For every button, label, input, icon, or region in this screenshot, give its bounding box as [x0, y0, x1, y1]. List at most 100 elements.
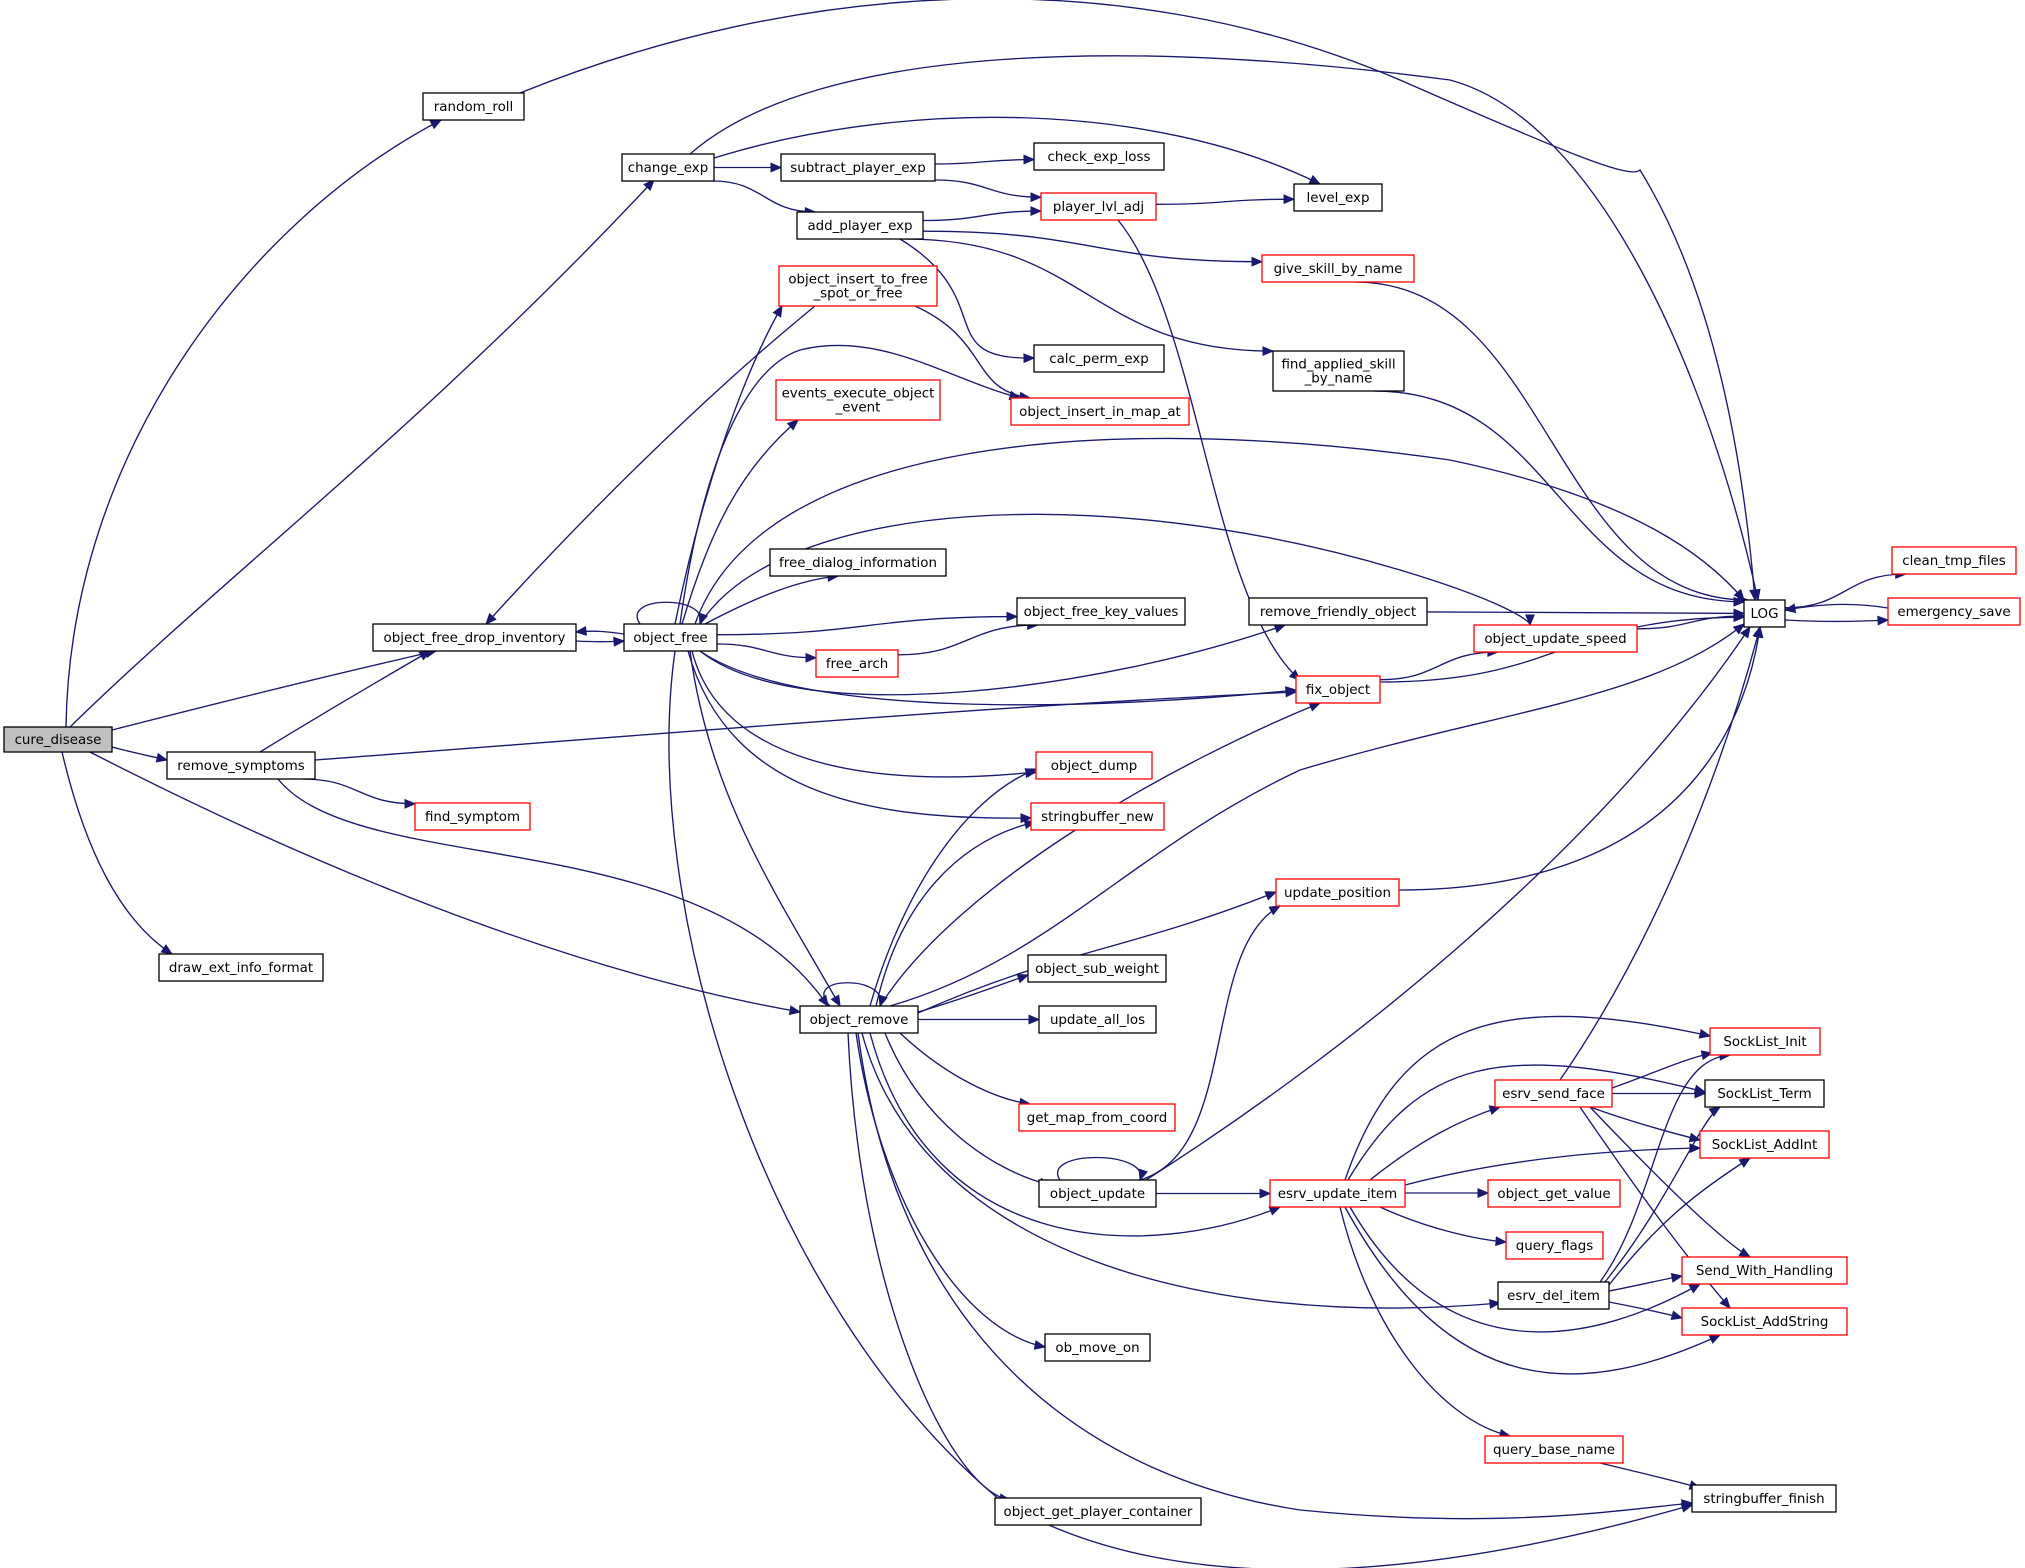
- node-esrv_update_item[interactable]: esrv_update_item: [1269, 1179, 1406, 1208]
- node-box[interactable]: [1027, 954, 1167, 983]
- node-fix_object[interactable]: fix_object: [1295, 675, 1381, 704]
- node-remove_symptoms[interactable]: remove_symptoms: [166, 751, 316, 780]
- node-box[interactable]: [1275, 878, 1400, 907]
- node-box[interactable]: [414, 802, 531, 831]
- node-box[interactable]: [1709, 1027, 1821, 1056]
- node-Send_With_Handling[interactable]: Send_With_Handling: [1681, 1256, 1848, 1285]
- node-box[interactable]: [372, 623, 577, 652]
- node-object_insert_in_map_at[interactable]: object_insert_in_map_at: [1010, 397, 1190, 426]
- node-free_arch[interactable]: free_arch: [815, 649, 899, 678]
- node-object_update[interactable]: object_update: [1038, 1179, 1157, 1208]
- node-box[interactable]: [1272, 350, 1405, 392]
- node-SockList_AddInt[interactable]: SockList_AddInt: [1699, 1130, 1830, 1159]
- node-box[interactable]: [1704, 1079, 1825, 1108]
- node-object_free_key_values[interactable]: object_free_key_values: [1016, 597, 1186, 626]
- node-SockList_AddString[interactable]: SockList_AddString: [1681, 1307, 1848, 1336]
- node-object_get_value[interactable]: object_get_value: [1487, 1179, 1621, 1208]
- node-box[interactable]: [1035, 751, 1153, 780]
- node-box[interactable]: [1261, 254, 1415, 283]
- node-box[interactable]: [1487, 1179, 1621, 1208]
- node-box[interactable]: [778, 265, 938, 307]
- node-LOG[interactable]: LOG: [1743, 599, 1786, 628]
- node-box[interactable]: [1681, 1256, 1848, 1285]
- node-box[interactable]: [1018, 1103, 1176, 1132]
- node-clean_tmp_files[interactable]: clean_tmp_files: [1891, 546, 2017, 575]
- node-query_flags[interactable]: query_flags: [1505, 1231, 1604, 1260]
- node-box[interactable]: [1293, 183, 1383, 212]
- node-update_all_los[interactable]: update_all_los: [1038, 1005, 1157, 1034]
- node-object_get_player_container[interactable]: object_get_player_container: [994, 1497, 1202, 1526]
- node-box[interactable]: [1044, 1333, 1151, 1362]
- node-box[interactable]: [1033, 344, 1165, 373]
- node-esrv_del_item[interactable]: esrv_del_item: [1497, 1281, 1610, 1310]
- node-box[interactable]: [994, 1497, 1202, 1526]
- node-object_remove[interactable]: object_remove: [799, 1005, 919, 1034]
- node-box[interactable]: [1473, 624, 1638, 653]
- node-box[interactable]: [1016, 597, 1186, 626]
- node-player_lvl_adj[interactable]: player_lvl_adj: [1040, 192, 1157, 221]
- node-box[interactable]: [1030, 802, 1165, 831]
- node-get_map_from_coord[interactable]: get_map_from_coord: [1018, 1103, 1176, 1132]
- node-box[interactable]: [815, 649, 899, 678]
- node-remove_friendly_object[interactable]: remove_friendly_object: [1248, 597, 1428, 626]
- node-box[interactable]: [621, 153, 715, 182]
- node-box[interactable]: [1887, 597, 2021, 626]
- node-box[interactable]: [1494, 1079, 1613, 1108]
- node-change_exp[interactable]: change_exp: [621, 153, 715, 182]
- node-box[interactable]: [1891, 546, 2017, 575]
- node-box[interactable]: [1269, 1179, 1406, 1208]
- node-find_applied_skill_by_name[interactable]: find_applied_skill_by_name: [1272, 350, 1405, 392]
- node-give_skill_by_name[interactable]: give_skill_by_name: [1261, 254, 1415, 283]
- node-ob_move_on[interactable]: ob_move_on: [1044, 1333, 1151, 1362]
- node-box[interactable]: [1038, 1179, 1157, 1208]
- node-box[interactable]: [1699, 1130, 1830, 1159]
- node-events_execute_object_event[interactable]: events_execute_object_event: [775, 379, 941, 421]
- node-update_position[interactable]: update_position: [1275, 878, 1400, 907]
- node-box[interactable]: [1497, 1281, 1610, 1310]
- node-object_dump[interactable]: object_dump: [1035, 751, 1153, 780]
- node-object_free_drop_inventory[interactable]: object_free_drop_inventory: [372, 623, 577, 652]
- node-box[interactable]: [1033, 142, 1165, 171]
- node-box[interactable]: [1040, 192, 1157, 221]
- node-box[interactable]: [1010, 397, 1190, 426]
- node-esrv_send_face[interactable]: esrv_send_face: [1494, 1079, 1613, 1108]
- node-box[interactable]: [1295, 675, 1381, 704]
- node-box[interactable]: [422, 92, 525, 121]
- node-box[interactable]: [780, 153, 936, 182]
- node-box[interactable]: [158, 953, 324, 982]
- node-box[interactable]: [1484, 1435, 1624, 1464]
- node-find_symptom[interactable]: find_symptom: [414, 802, 531, 831]
- node-object_insert_to_free_spot_or_free[interactable]: object_insert_to_free_spot_or_free: [778, 265, 938, 307]
- node-emergency_save[interactable]: emergency_save: [1887, 597, 2021, 626]
- node-box[interactable]: [623, 623, 718, 652]
- node-stringbuffer_finish[interactable]: stringbuffer_finish: [1691, 1484, 1837, 1513]
- node-cure_disease[interactable]: cure_disease: [3, 726, 113, 753]
- node-level_exp[interactable]: level_exp: [1293, 183, 1383, 212]
- node-box[interactable]: [1691, 1484, 1837, 1513]
- node-box[interactable]: [1743, 599, 1786, 628]
- node-free_dialog_information[interactable]: free_dialog_information: [769, 548, 947, 577]
- node-query_base_name[interactable]: query_base_name: [1484, 1435, 1624, 1464]
- node-box[interactable]: [1248, 597, 1428, 626]
- node-box[interactable]: [166, 751, 316, 780]
- node-object_update_speed[interactable]: object_update_speed: [1473, 624, 1638, 653]
- node-SockList_Term[interactable]: SockList_Term: [1704, 1079, 1825, 1108]
- node-box[interactable]: [3, 726, 113, 753]
- node-box[interactable]: [799, 1005, 919, 1034]
- node-add_player_exp[interactable]: add_player_exp: [796, 211, 924, 240]
- node-box[interactable]: [1681, 1307, 1848, 1336]
- node-random_roll[interactable]: random_roll: [422, 92, 525, 121]
- node-draw_ext_info_format[interactable]: draw_ext_info_format: [158, 953, 324, 982]
- node-check_exp_loss[interactable]: check_exp_loss: [1033, 142, 1165, 171]
- node-subtract_player_exp[interactable]: subtract_player_exp: [780, 153, 936, 182]
- node-object_sub_weight[interactable]: object_sub_weight: [1027, 954, 1167, 983]
- node-box[interactable]: [1505, 1231, 1604, 1260]
- node-stringbuffer_new[interactable]: stringbuffer_new: [1030, 802, 1165, 831]
- node-calc_perm_exp[interactable]: calc_perm_exp: [1033, 344, 1165, 373]
- node-SockList_Init[interactable]: SockList_Init: [1709, 1027, 1821, 1056]
- node-box[interactable]: [1038, 1005, 1157, 1034]
- node-box[interactable]: [796, 211, 924, 240]
- node-object_free[interactable]: object_free: [623, 623, 718, 652]
- node-box[interactable]: [769, 548, 947, 577]
- node-box[interactable]: [775, 379, 941, 421]
